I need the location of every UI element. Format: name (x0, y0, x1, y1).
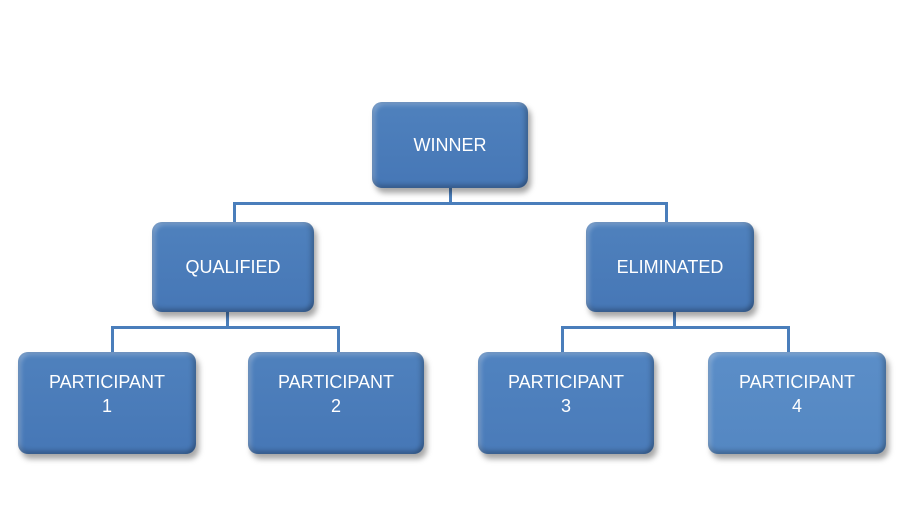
connector-eliminated-bar (561, 326, 790, 329)
connector-qualified-drop (233, 202, 236, 224)
connector-p2-drop (337, 326, 340, 352)
node-participant-1: PARTICIPANT 1 (18, 352, 196, 454)
node-participant-4-label: PARTICIPANT 4 (738, 372, 855, 416)
node-participant-3: PARTICIPANT 3 (478, 352, 654, 454)
connector-qualified-bar (111, 326, 340, 329)
node-participant-2-label: PARTICIPANT 2 (277, 372, 394, 416)
connector-level1-bar (233, 202, 668, 205)
connector-eliminated-drop (665, 202, 668, 224)
node-eliminated-label: ELIMINATED (616, 257, 724, 277)
connector-p3-drop (561, 326, 564, 352)
node-participant-3-label: PARTICIPANT 3 (507, 372, 624, 416)
node-participant-1-label: PARTICIPANT 1 (48, 372, 165, 416)
connector-eliminated-stem (673, 312, 676, 328)
node-winner-label: WINNER (413, 135, 487, 155)
node-eliminated: ELIMINATED (586, 222, 754, 312)
node-qualified-label: QUALIFIED (185, 257, 281, 277)
connector-qualified-stem (226, 312, 229, 328)
node-qualified: QUALIFIED (152, 222, 314, 312)
node-participant-4: PARTICIPANT 4 (708, 352, 886, 454)
connector-p4-drop (787, 326, 790, 352)
connector-p1-drop (111, 326, 114, 352)
connector-winner-stem (449, 188, 452, 204)
node-participant-2: PARTICIPANT 2 (248, 352, 424, 454)
node-winner: WINNER (372, 102, 528, 188)
